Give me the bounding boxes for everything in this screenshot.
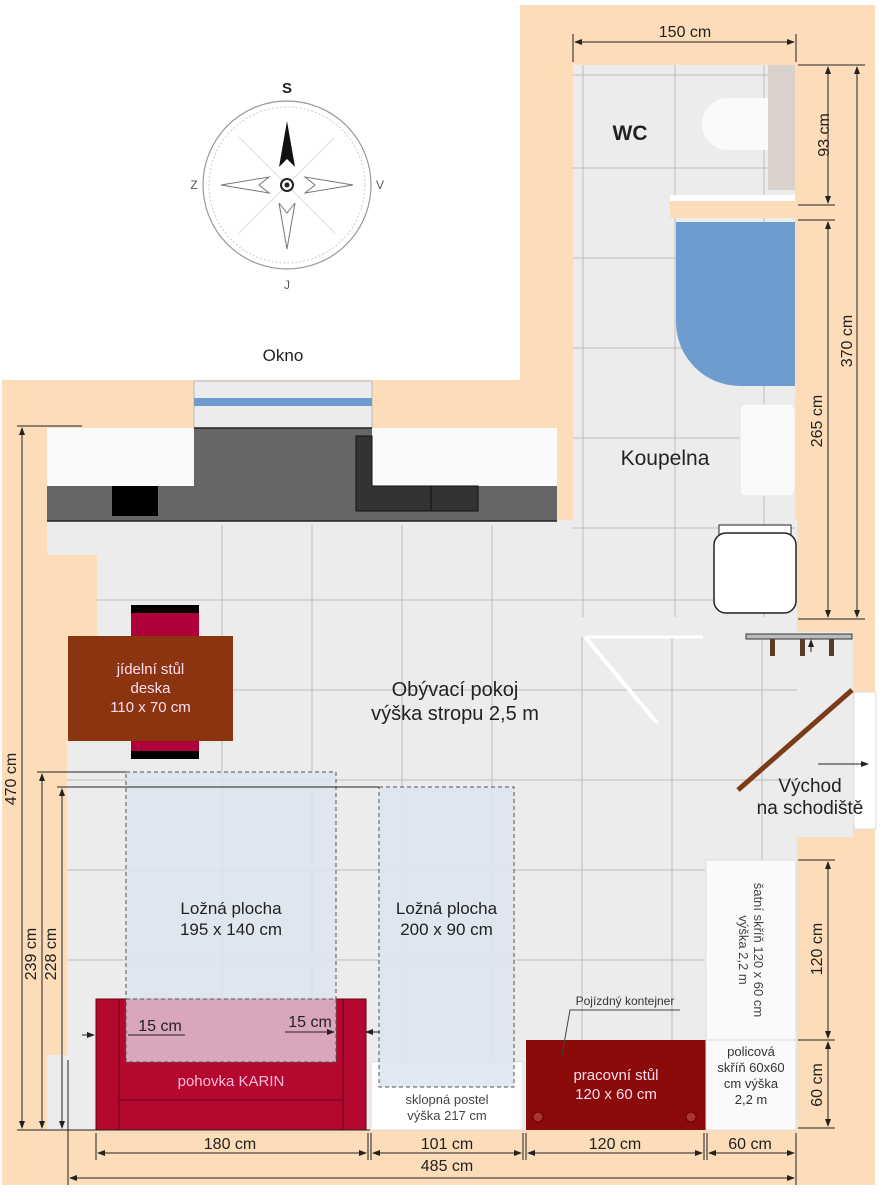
compass-east: V [375, 178, 384, 192]
dim-239: 239 cm [23, 927, 40, 981]
desk [526, 1040, 706, 1130]
dining-chair-bottom [131, 738, 199, 751]
compass-south: J [284, 278, 290, 292]
room-label-living: Obývací pokoj výška stropu 2,5 m [330, 678, 580, 726]
shelf-line2: skříň 60x60 [717, 1060, 785, 1075]
living-room-ceiling: výška stropu 2,5 m [371, 703, 539, 725]
exit-label-line2: na schodiště [756, 798, 864, 819]
wardrobe-line2: výška 2,2 m [736, 915, 751, 985]
room-label-bathroom: Koupelna [620, 447, 710, 470]
shelf-cabinet-label: policová skříň 60x60 cm výška 2,2 m [706, 1044, 796, 1108]
stair-railing [736, 688, 854, 792]
dining-chair-top [131, 613, 199, 638]
dim-wardrobe-length: 120 cm [809, 922, 826, 976]
compass-west: Z [190, 178, 198, 192]
living-room-name: Obývací pokoj [391, 679, 519, 701]
desk-line2: 120 x 60 cm [575, 1086, 657, 1103]
dim-sofa-arm-left: 15 cm [138, 1018, 182, 1035]
dim-228: 228 cm [43, 927, 60, 981]
bathroom-sink [739, 403, 796, 497]
dim-shelf-length: 60 cm [809, 1063, 826, 1107]
sleep-area-bed-label: Ložná plocha 200 x 90 cm [379, 898, 514, 940]
dim-bath-width: 150 cm [658, 24, 712, 41]
shelf-line3: cm výška [723, 1076, 779, 1091]
exit-label-line1: Východ [778, 776, 842, 797]
shelf-line1: policová [727, 1044, 775, 1059]
bathtub [676, 222, 795, 386]
room-label-wc: WC [612, 122, 648, 145]
desk-label: pracovní stůl 120 x 60 cm [526, 1066, 706, 1104]
folding-bed-label: sklopná postel výška 217 cm [371, 1092, 523, 1124]
dining-table-line1: jídelní stůl [116, 661, 185, 678]
sleep-area-sofa-label: Ložná plocha 195 x 140 cm [126, 898, 336, 940]
dim-wc-depth: 93 cm [816, 113, 833, 157]
sleep-area-bed-line2: 200 x 90 cm [400, 920, 493, 939]
wardrobe [705, 859, 797, 1041]
sofa-label: pohovka KARIN [177, 1073, 285, 1090]
mobile-container-label: Pojízdný kontejner [575, 994, 675, 1008]
sleep-area-sofa-line2: 195 x 140 cm [179, 920, 283, 939]
wardrobe-line1: šatní skříň 120 x 60 cm [751, 882, 766, 1018]
wc-toilet [702, 98, 768, 150]
window-label: Okno [262, 346, 304, 365]
folding-bed-line2: výška 217 cm [407, 1108, 487, 1123]
shelf-cabinet [705, 1039, 797, 1131]
sleep-area-bed-line1: Ložná plocha [395, 899, 498, 918]
shelf-line4: 2,2 m [734, 1092, 768, 1107]
dining-table-line3: 110 x 70 cm [110, 699, 191, 716]
dining-table-label: jídelní stůl deska 110 x 70 cm [68, 660, 233, 717]
dim-bath-inner: 265 cm [809, 394, 826, 448]
desk-line1: pracovní stůl [573, 1067, 659, 1084]
dining-table-line2: deska [130, 680, 171, 697]
dim-desk-width: 120 cm [588, 1136, 642, 1153]
dining-table [68, 636, 233, 741]
bathroom-toilet [713, 532, 797, 614]
bathroom-floor-strip [573, 195, 670, 225]
dim-bed-width: 101 cm [420, 1136, 474, 1153]
wc-partition [768, 65, 795, 190]
bathroom-door [583, 635, 659, 725]
exit-door [853, 691, 877, 830]
sleep-area-bed [378, 786, 515, 1088]
dim-bath-length: 370 cm [839, 314, 856, 368]
dim-total-width: 485 cm [420, 1158, 474, 1175]
exit-label: Východ na schodiště [735, 776, 885, 820]
wardrobe-label: šatní skříň 120 x 60 cm výška 2,2 m [736, 860, 766, 1040]
dim-sofa-width: 180 cm [203, 1136, 257, 1153]
wall-right-lower [795, 835, 875, 1185]
folding-bed-line1: sklopná postel [405, 1092, 489, 1107]
sleep-area-sofa-line1: Ložná plocha [180, 899, 282, 918]
compass [202, 100, 372, 270]
kitchen-appliance [112, 486, 158, 516]
dim-sofa-arm-right: 15 cm [288, 1014, 332, 1031]
dim-shelf-width: 60 cm [728, 1136, 772, 1153]
doorway-floor [585, 617, 703, 637]
compass-north: S [281, 80, 292, 97]
dim-room-height: 470 cm [3, 752, 20, 806]
